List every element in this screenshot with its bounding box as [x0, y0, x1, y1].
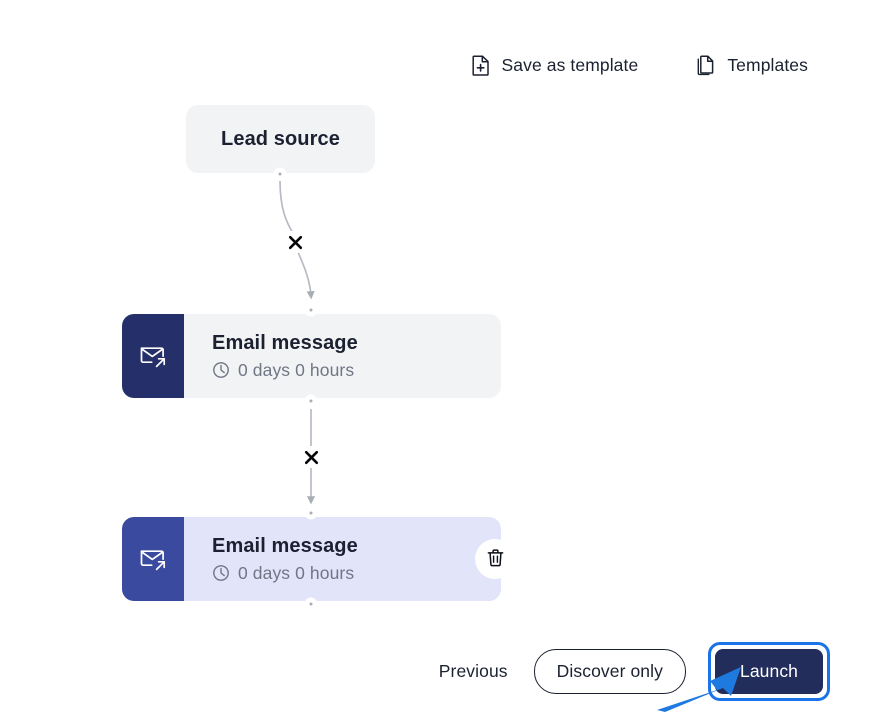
node-lead-source-title: Lead source: [221, 127, 340, 150]
header-actions: Save as template Templates: [471, 54, 809, 76]
clock-icon: [213, 565, 229, 581]
email-send-icon: [122, 314, 184, 398]
edge-delete-marker[interactable]: [284, 231, 306, 253]
node-email-message-1-body: Email message 0 days 0 hours: [184, 314, 501, 398]
handle-lead-source-out[interactable]: [273, 167, 287, 181]
edge-delete-marker[interactable]: [300, 446, 322, 468]
handle-email-2-in[interactable]: [304, 506, 318, 520]
handle-email-1-out[interactable]: [304, 394, 318, 408]
node-email-message-2-title: Email message: [212, 534, 358, 557]
node-email-message-2-delay: 0 days 0 hours: [212, 563, 501, 584]
templates-button[interactable]: Templates: [696, 54, 808, 76]
save-as-template-label: Save as template: [501, 54, 639, 75]
templates-label: Templates: [727, 54, 808, 75]
handle-email-1-in[interactable]: [304, 303, 318, 317]
node-lead-source[interactable]: Lead source: [186, 105, 375, 173]
footer-actions: Previous Discover only Launch: [0, 642, 870, 701]
node-email-message-1-title: Email message: [212, 331, 358, 354]
node-email-message-1[interactable]: Email message 0 days 0 hours: [122, 314, 501, 398]
document-plus-icon: [471, 54, 491, 76]
launch-button-focus-ring: Launch: [707, 642, 830, 701]
delete-node-button[interactable]: [475, 539, 515, 579]
previous-button[interactable]: Previous: [435, 655, 512, 688]
handle-email-2-out[interactable]: [304, 597, 318, 611]
clock-icon: [213, 362, 229, 378]
save-as-template-button[interactable]: Save as template: [471, 54, 639, 76]
discover-only-button[interactable]: Discover only: [533, 649, 686, 694]
node-email-message-2-body: Email message 0 days 0 hours: [184, 517, 515, 601]
trash-icon: [486, 548, 505, 571]
node-email-message-1-delay-text: 0 days 0 hours: [238, 359, 355, 380]
email-send-icon: [122, 517, 184, 601]
node-email-message-1-delay: 0 days 0 hours: [212, 360, 501, 381]
launch-button[interactable]: Launch: [714, 649, 823, 694]
documents-stack-icon: [696, 54, 716, 76]
node-email-message-2[interactable]: Email message 0 days 0 hours: [122, 517, 515, 601]
node-email-message-2-delay-text: 0 days 0 hours: [238, 562, 355, 583]
